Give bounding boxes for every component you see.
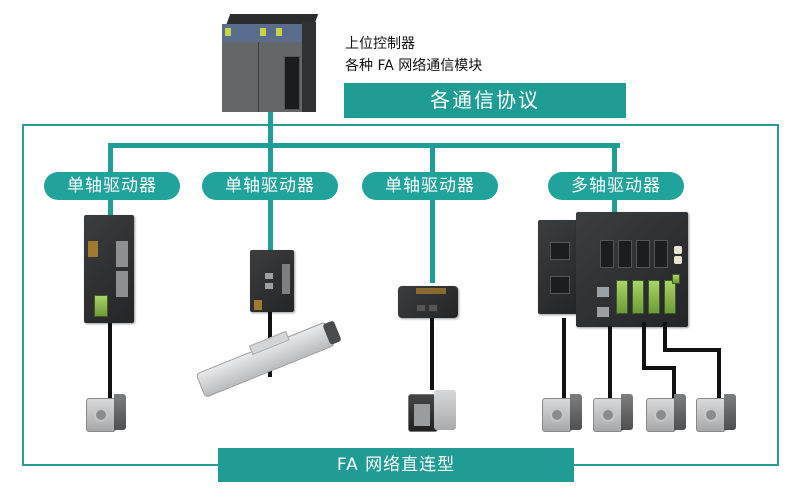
small-motor-icon — [408, 390, 456, 434]
drive-label-3: 单轴驱动器 — [362, 172, 498, 200]
footer-banner-label: FA 网络直连型 — [336, 455, 456, 475]
protocol-banner: 各通信协议 — [344, 83, 626, 118]
drive-label-4: 多轴驱动器 — [548, 172, 684, 200]
controller-trunk-line — [268, 112, 273, 150]
plc-controller-icon — [222, 14, 319, 112]
multi-axis-cable-3c — [672, 366, 676, 398]
drive-3-cable — [430, 318, 434, 390]
multi-axis-cable-2 — [608, 326, 612, 398]
single-axis-drive-icon — [84, 215, 134, 323]
controller-label: 上位控制器 — [345, 36, 415, 52]
controller-modules-label: 各种 FA 网络通信模块 — [345, 58, 483, 74]
multi-axis-drive-icon — [538, 212, 688, 327]
single-axis-drive-mini-icon — [398, 282, 460, 320]
multi-axis-cable-4b — [663, 348, 721, 352]
multi-axis-cable-1 — [562, 318, 566, 398]
protocol-banner-label: 各通信协议 — [430, 88, 540, 112]
multi-axis-cable-3b — [642, 366, 676, 370]
multi-axis-cable-3a — [642, 322, 646, 370]
drive-label-2: 单轴驱动器 — [202, 172, 338, 200]
drive-1-cable — [108, 323, 112, 398]
servo-motor-icon — [593, 394, 633, 432]
footer-banner: FA 网络直连型 — [218, 448, 574, 482]
drop-line-3 — [430, 143, 435, 283]
multi-axis-cable-4a — [663, 322, 667, 352]
servo-motor-icon — [86, 394, 126, 432]
servo-motor-icon — [696, 394, 736, 432]
servo-motor-icon — [542, 394, 582, 432]
drive-label-1: 单轴驱动器 — [44, 172, 180, 200]
servo-motor-icon — [646, 394, 686, 432]
multi-axis-cable-4c — [717, 348, 721, 398]
single-axis-drive-compact-icon — [250, 250, 294, 312]
network-bus-line — [108, 143, 620, 148]
